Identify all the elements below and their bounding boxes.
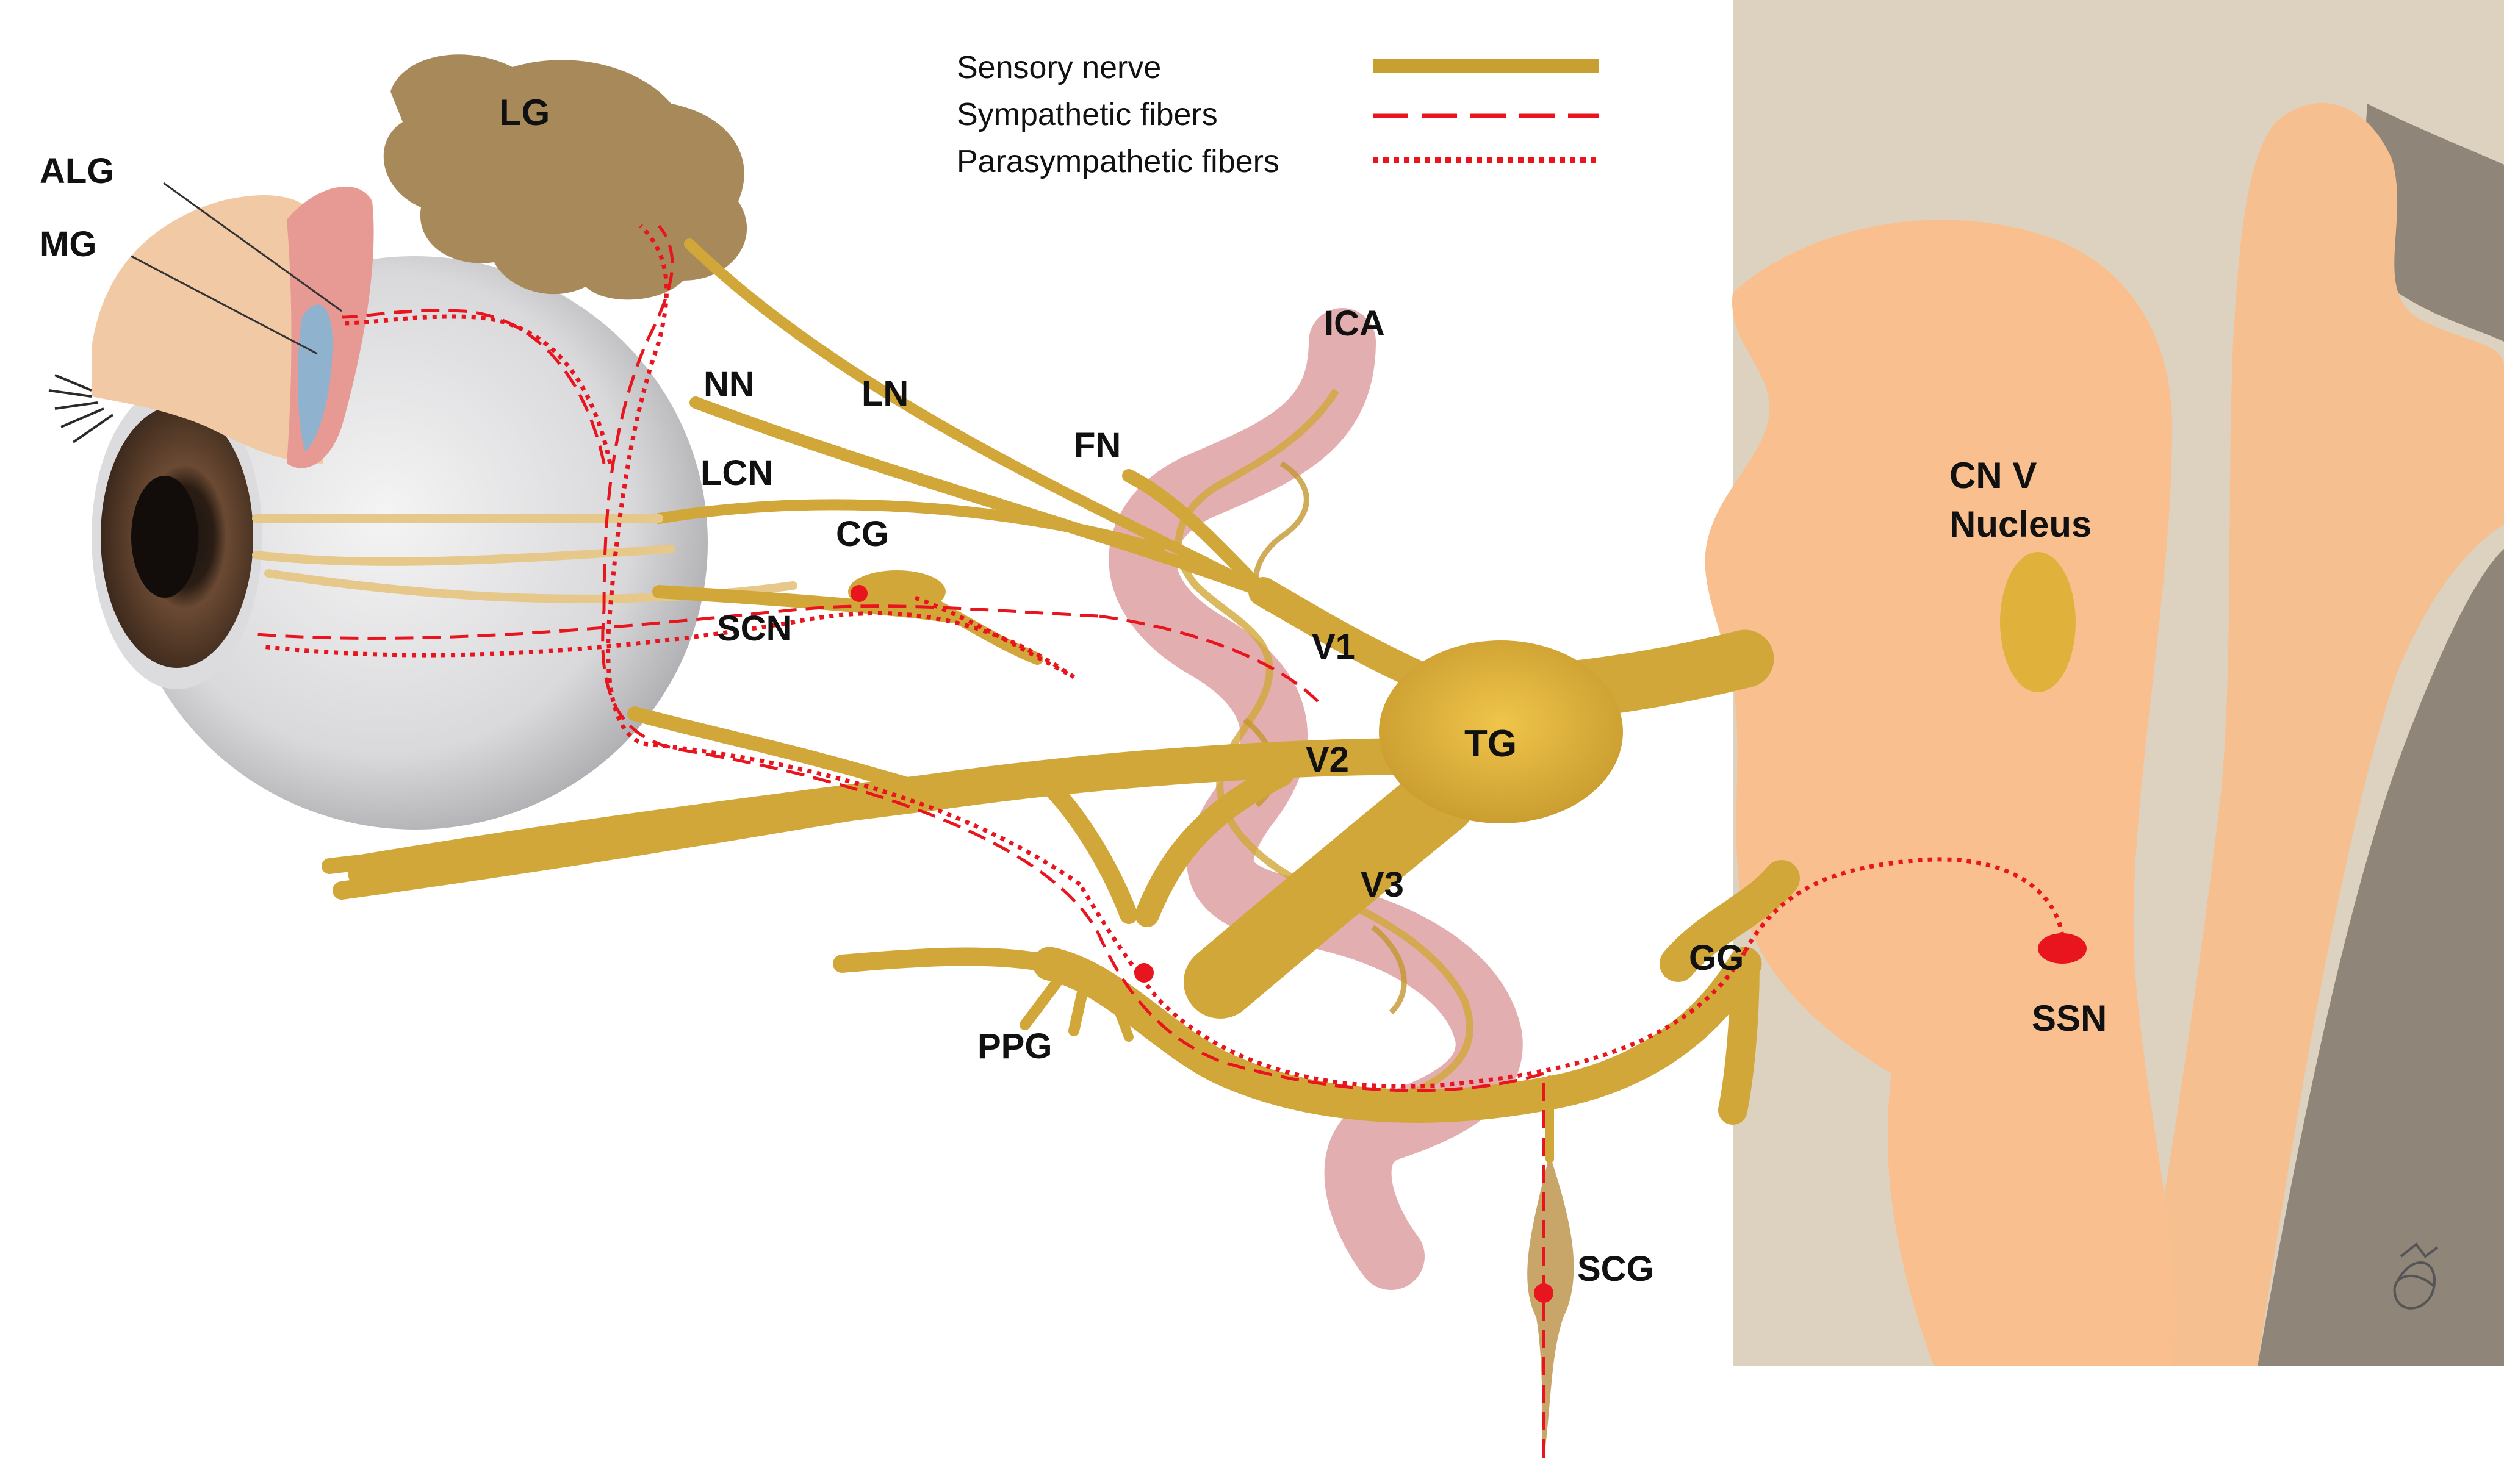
scg-neuron-dot: [1534, 1283, 1553, 1303]
gg-descending: [1718, 949, 1760, 1125]
eyelashes: [48, 374, 114, 443]
symp-to-lg: [602, 224, 674, 611]
v2-branch-infra: [322, 815, 740, 874]
label-v3: V3: [1361, 865, 1404, 905]
lacrimal-nerve: [684, 238, 1268, 597]
legend-label-sympathetic: Sympathetic fibers: [957, 97, 1218, 132]
symp-ppg-path: [601, 609, 1544, 1092]
lacrimal-gland-shape: [383, 54, 747, 300]
label-lg: LG: [499, 92, 550, 133]
ppg-branch-a: [833, 947, 1059, 973]
label-mg: MG: [40, 224, 96, 264]
cn-v-nucleus-shape: [2000, 552, 2076, 692]
label-ln: LN: [862, 374, 908, 414]
ppg-upper: [1028, 765, 1138, 924]
para-cg-offshoot: [914, 595, 1075, 679]
frontal-nerve: [1122, 469, 1270, 598]
ciliary-ganglion: [848, 570, 946, 613]
mg-leader-line: [131, 255, 318, 355]
sympathetic-fibers: [256, 224, 1545, 1458]
v2-to-ppg: [1135, 762, 1293, 927]
scg-body: [1527, 1158, 1574, 1453]
label-v2: V2: [1306, 740, 1349, 780]
label-nn: NN: [703, 365, 755, 404]
brainstem-tissue: [1705, 220, 2175, 1366]
cg-root: [927, 598, 1043, 665]
sensory-nerves: [252, 238, 1800, 1453]
brain-dark-sulcus-upper: [2365, 104, 2504, 342]
brain-tissue-right: [2135, 102, 2504, 1367]
label-fn: FN: [1074, 426, 1121, 465]
label-scn: SCN: [717, 609, 791, 648]
ica-nerve-plexus: [1175, 388, 1473, 1095]
label-ppg: PPG: [977, 1027, 1052, 1066]
cg-neuron-dot: [851, 585, 868, 602]
eyelid-skin: [92, 195, 323, 464]
trigeminal-ganglion: [1379, 640, 1623, 823]
legend-label-parasympathetic: Parasympathetic fibers: [957, 144, 1279, 179]
label-gg: GG: [1689, 938, 1744, 978]
brainstem-section: [1705, 0, 2504, 1367]
upper-eyelid: [48, 187, 374, 468]
v2-upper-to-eye: [627, 706, 923, 794]
symp-to-eyelid: [341, 309, 606, 464]
label-ssn: SSN: [2032, 998, 2107, 1039]
v2-branch-lower: [333, 802, 863, 900]
para-to-eyelid: [341, 314, 613, 464]
label-cg: CG: [836, 514, 889, 554]
ciliary-nerve-2: [252, 545, 675, 566]
label-alg: ALG: [40, 151, 114, 191]
long-ciliary-nerve: [653, 499, 1165, 554]
label-cnv-line2: Nucleus: [1949, 504, 2092, 545]
artist-signature: [2393, 1242, 2439, 1310]
parasympathetic-fibers: [262, 224, 2065, 1089]
legend-label-sensory: Sensory nerve: [957, 50, 1161, 85]
para-to-eye-lower: [262, 611, 1075, 679]
pupil: [131, 476, 198, 598]
lacrimal-gland: [383, 54, 747, 300]
brain-dark-sulcus: [2258, 549, 2504, 1366]
geniculate-ganglion: [1660, 860, 1800, 982]
ppg-branch-b: [1068, 970, 1092, 1036]
symp-ica: [1098, 614, 1319, 703]
label-lcn: LCN: [700, 453, 773, 493]
para-gg-to-ppg: [1078, 883, 1747, 1089]
label-cnv-line1: CN V: [1949, 455, 2037, 496]
label-tg: TG: [1464, 723, 1517, 765]
label-v1: V1: [1312, 627, 1355, 667]
v1-trunk: [1248, 577, 1436, 692]
ppg-body: [1032, 947, 1762, 1123]
symp-to-eye: [256, 604, 1099, 640]
ppg-neuron-dot: [1134, 963, 1154, 983]
anatomy-labels: LG ALG MG NN LN LCN CG SCN FN ICA V1 V2 …: [40, 92, 2107, 1289]
v3-trunk: [1184, 762, 1477, 1019]
para-ssn-to-gg: [1743, 857, 2065, 953]
meibomian-gland: [298, 304, 333, 451]
nasociliary-nerve: [689, 396, 1269, 598]
para-ppg-to-eye: [606, 224, 1082, 886]
ssn-dot: [2038, 933, 2087, 964]
ppg-branch-c: [1020, 970, 1067, 1030]
label-ica: ICA: [1324, 304, 1385, 343]
ppg-branch-d: [1106, 983, 1134, 1042]
legend: Sensory nerve Sympathetic fibers Parasym…: [957, 50, 1599, 179]
alg-leader-line: [163, 182, 342, 312]
label-scg: SCG: [1577, 1249, 1654, 1289]
